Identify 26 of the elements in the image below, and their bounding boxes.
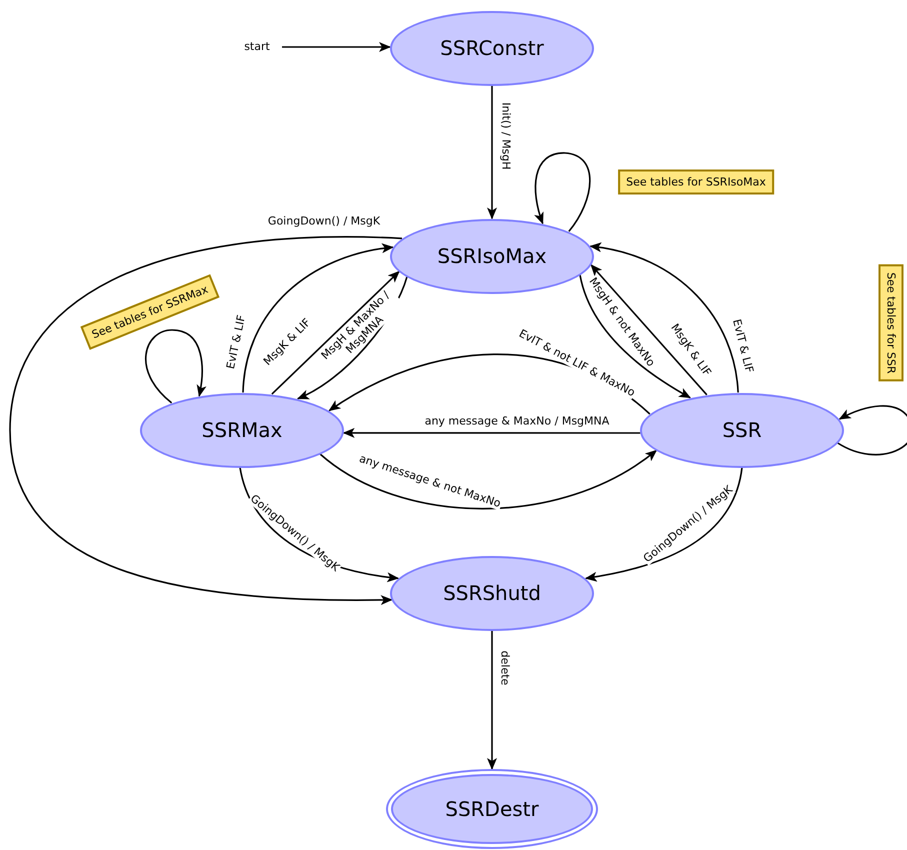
state-ellipse: SSRConstr (390, 10, 594, 86)
edge-label: GoingDown() / MsgK (266, 214, 382, 228)
note-box: See tables for SSR (878, 264, 904, 382)
arrow (487, 630, 497, 770)
state-ellipse: SSRMax (140, 392, 344, 468)
arrow (282, 42, 391, 52)
arrow (9, 236, 402, 605)
note-box: See tables for SSRIsoMax (618, 170, 774, 194)
start-label: start (232, 38, 282, 56)
arrow (589, 242, 739, 393)
arrow (320, 450, 658, 510)
state-ellipse: SSR (640, 392, 844, 468)
edge-label: Init() / MsgH (500, 101, 512, 171)
final-state-ellipse: SSRDestr (386, 769, 598, 849)
arrow (271, 270, 400, 395)
edge-label: any message & MaxNo / MsgMNA (424, 414, 610, 428)
edge-label: delete (498, 650, 512, 686)
arrow (342, 428, 640, 438)
arrow (145, 329, 206, 404)
arrow (590, 264, 708, 396)
state-ellipse: SSRShutd (390, 556, 594, 630)
arrow (487, 86, 497, 220)
arrow (837, 405, 907, 456)
arrow (584, 467, 743, 582)
arrow (534, 152, 591, 232)
arrow (579, 274, 691, 398)
